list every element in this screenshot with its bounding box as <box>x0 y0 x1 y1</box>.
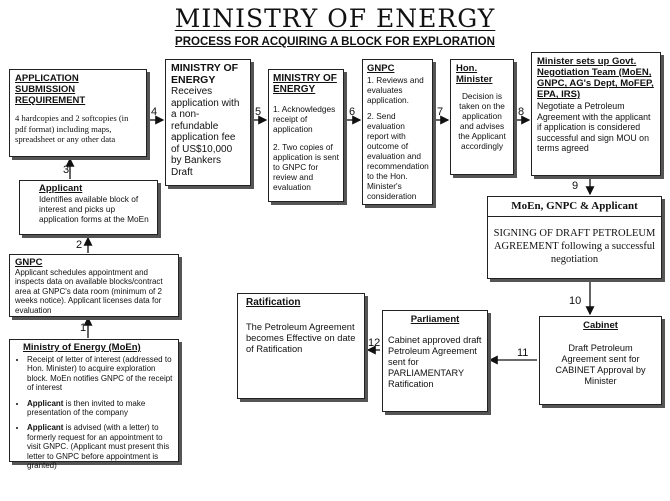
box-item: 2. Two copies of application is sent to … <box>273 142 339 192</box>
box-text: Applicant schedules appointment and insp… <box>15 268 163 315</box>
box-text: Decision is taken on the application and… <box>458 91 506 151</box>
step-number: 2 <box>76 239 83 251</box>
signing-box: MoEn, GNPC & Applicant SIGNING OF DRAFT … <box>487 196 662 279</box>
box-heading: MINISTRY OF ENERGY <box>171 62 239 86</box>
application-requirement-box: APPLICATION SUBMISSION REQUIREMENT 4 har… <box>9 69 147 157</box>
box-text: SIGNING OF DRAFT PETROLEUM AGREEMENT fol… <box>493 228 656 265</box>
step-number: 8 <box>518 106 525 118</box>
gnpc-review-box: GNPC 1. Reviews and evaluates applicatio… <box>362 59 433 205</box>
box-text: Identifies available block of interest a… <box>39 194 149 224</box>
ratification-box: Ratification The Petroleum Agreement bec… <box>237 293 365 399</box>
box-heading: Ratification <box>246 297 301 308</box>
step-number: 12 <box>368 337 381 349</box>
step-number: 4 <box>151 106 158 118</box>
box-heading: Ministry of Energy (MoEn) <box>23 342 141 353</box>
box-heading: Hon. Minister <box>456 63 493 85</box>
box-text: Negotiate a Petroleum Agreement with the… <box>537 101 651 153</box>
divider <box>488 216 661 217</box>
box-text: Cabinet approved draft Petroleum Agreeme… <box>388 335 482 389</box>
bullet-text: is then invited to make presentation of … <box>27 398 146 418</box>
cabinet-box: Cabinet Draft Petroleum Agreement sent f… <box>539 316 662 405</box>
box-heading: Cabinet <box>583 320 618 331</box>
box-text: Receives application with a non-refundab… <box>171 86 240 178</box>
box-heading: Parliament <box>410 314 460 325</box>
bullet-text: is advised (with a letter) to formerly r… <box>27 423 170 471</box>
bullet-bold: Applicant <box>27 398 64 408</box>
gnpc-appointment-box: GNPC Applicant schedules appointment and… <box>9 254 179 317</box>
box-heading: MoEn, GNPC & Applicant <box>511 200 638 212</box>
moen-letter-list: Receipt of letter of interest (addressed… <box>15 355 173 470</box>
bullet-bold: Applicant <box>27 423 64 433</box>
parliament-box: Parliament Cabinet approved draft Petrol… <box>382 310 488 412</box>
bullet-text: Receipt of letter of interest (addressed… <box>27 355 173 393</box>
moen-acknowledge-box: MINISTRY OF ENERGY 1. Acknowledges recei… <box>268 69 344 202</box>
list-item: Applicant is advised (with a letter) to … <box>27 423 173 470</box>
step-number: 10 <box>569 295 582 307</box>
box-heading: GNPC <box>367 63 395 74</box>
box-text: The Petroleum Agreement becomes Effectiv… <box>246 322 356 354</box>
box-heading: Applicant <box>39 183 83 194</box>
moen-letter-box: Ministry of Energy (MoEn) Receipt of let… <box>9 339 179 470</box>
box-item: 2. Send evaluation report with outcome o… <box>367 111 429 201</box>
step-number: 3 <box>63 164 70 176</box>
box-heading: GNPC <box>15 257 43 268</box>
step-number: 6 <box>349 106 356 118</box>
page-title: MINISTRY OF ENERGY <box>174 4 496 33</box>
negotiation-team-box: Minister sets up Govt. Negotiation Team … <box>531 52 661 176</box>
hon-minister-box: Hon. Minister Decision is taken on the a… <box>450 59 514 175</box>
box-heading: MINISTRY OF ENERGY <box>273 73 337 95</box>
moen-receives-box: MINISTRY OF ENERGY Receives application … <box>165 59 251 186</box>
list-item: Applicant is then invited to make presen… <box>27 399 173 418</box>
box-item: 1. Reviews and evaluates application. <box>367 75 424 105</box>
box-text: 4 hardcopies and 2 softcopies (in pdf fo… <box>15 113 129 144</box>
box-heading: Minister sets up Govt. Negotiation Team … <box>537 56 654 100</box>
step-number: 7 <box>437 106 444 118</box>
step-number: 9 <box>572 180 579 192</box>
step-number: 11 <box>517 347 529 359</box>
step-number: 1 <box>80 322 87 334</box>
step-number: 5 <box>255 106 262 118</box>
list-item: Receipt of letter of interest (addressed… <box>27 355 173 393</box>
box-text: Draft Petroleum Agreement sent for CABIN… <box>555 343 646 386</box>
page-subtitle: PROCESS FOR ACQUIRING A BLOCK FOR EXPLOR… <box>175 36 495 48</box>
box-item: 1. Acknowledges receipt of application <box>273 104 336 134</box>
applicant-box: Applicant Identifies available block of … <box>19 180 158 235</box>
box-heading: APPLICATION SUBMISSION REQUIREMENT <box>15 73 86 106</box>
